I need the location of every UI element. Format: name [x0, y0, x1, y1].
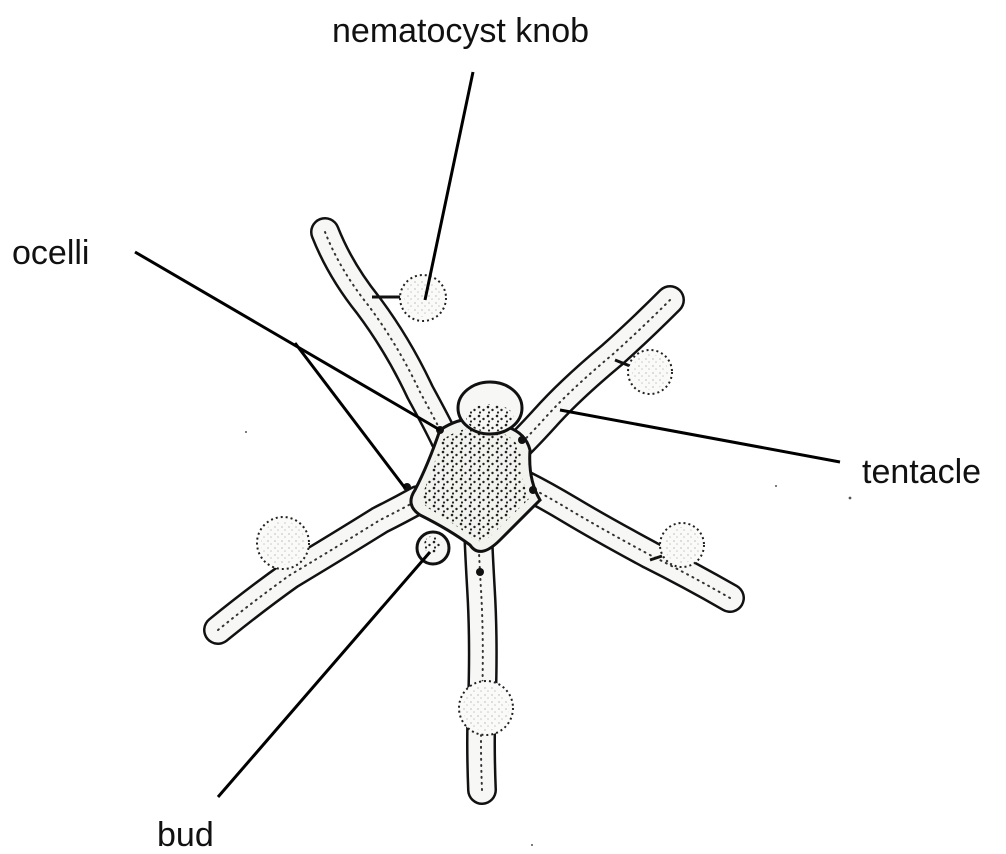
- label-ocelli: ocelli: [12, 236, 89, 270]
- label-bud: bud: [157, 818, 214, 852]
- leader-tentacle: [560, 410, 840, 462]
- leader-nematocyst-knob: [425, 72, 473, 300]
- nematocyst-knob: [257, 517, 309, 569]
- ocellus: [518, 436, 526, 444]
- label-tentacle: tentacle: [862, 455, 981, 489]
- ocellus: [529, 486, 537, 494]
- label-nematocyst-knob: nematocyst knob: [332, 14, 589, 48]
- leader-ocelli-lower: [295, 343, 405, 488]
- ocellus: [476, 568, 484, 576]
- nematocyst-knob: [459, 681, 513, 735]
